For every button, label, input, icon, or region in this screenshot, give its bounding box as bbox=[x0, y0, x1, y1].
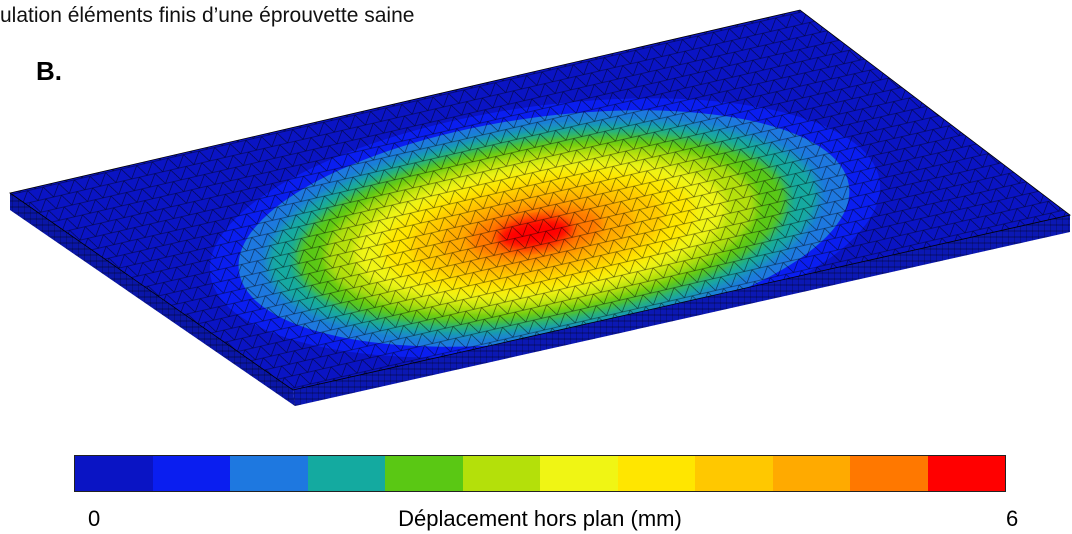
colorbar-swatch bbox=[617, 456, 695, 491]
colorbar-swatch bbox=[850, 456, 928, 491]
colorbar-swatch bbox=[927, 456, 1005, 491]
colorbar-min-label: 0 bbox=[88, 506, 101, 531]
colorbar-swatch bbox=[462, 456, 540, 491]
deformed-plate-plot bbox=[9, 9, 1071, 406]
colorbar-max-label: 6 bbox=[1006, 506, 1019, 531]
colorbar-swatch bbox=[385, 456, 463, 491]
colorbar-swatch bbox=[772, 456, 850, 491]
colorbar bbox=[74, 455, 1006, 492]
colorbar-swatch bbox=[307, 456, 385, 491]
figure-caption: ulation éléments finis d’une éprouvette … bbox=[0, 4, 415, 27]
panel-label: B. bbox=[36, 56, 62, 86]
colorbar-swatch bbox=[540, 456, 618, 491]
colorbar-swatch bbox=[695, 456, 773, 491]
colorbar-swatch bbox=[152, 456, 230, 491]
colorbar-swatch bbox=[230, 456, 308, 491]
colorbar-title: Déplacement hors plan (mm) bbox=[398, 506, 682, 531]
colorbar-swatch bbox=[75, 456, 153, 491]
